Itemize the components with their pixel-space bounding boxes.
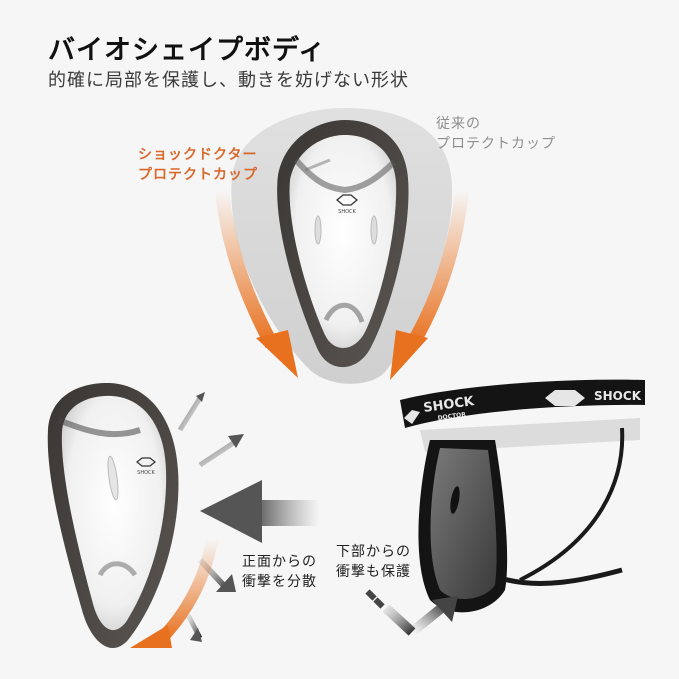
orange-curved-arrow-left (215, 189, 298, 378)
svg-text:SHOCK: SHOCK (338, 209, 356, 215)
label-line-2: 衝撃も保護 (336, 564, 411, 580)
bottom-impact-arrow (365, 589, 458, 636)
svg-text:SHOCK: SHOCK (594, 389, 642, 403)
svg-text:SHOCK: SHOCK (422, 394, 475, 416)
orange-curved-arrow-bottom (130, 538, 218, 648)
label-line-2: プロテクトカップ (138, 167, 258, 183)
page-subtitle: 的確に局部を保護し、動きを妨げない形状 (48, 70, 409, 91)
conventional-cup-label: 従来の プロテクトカップ (436, 114, 556, 154)
shock-doctor-logo: SHOCK (136, 457, 156, 476)
label-line-1: 下部からの (336, 544, 411, 560)
front-impact-label: 正面からの 衝撃を分散 (242, 552, 317, 592)
shock-doctor-cup-side: SHOCK (47, 382, 179, 649)
page-title: バイオシェイプボディ (48, 35, 327, 66)
deflect-arrow-up-2 (198, 434, 244, 468)
label-line-1: ショックドクター (138, 147, 258, 163)
svg-text:DOCTOR: DOCTOR (437, 411, 466, 422)
deflect-arrow-up-1 (177, 392, 205, 432)
grey-impact-arrow (200, 480, 320, 543)
label-line-2: プロテクトカップ (436, 136, 556, 152)
svg-text:SHOCK: SHOCK (137, 470, 155, 476)
label-line-2: 衝撃を分散 (242, 574, 317, 590)
shock-doctor-cup-top: SHOCK (277, 120, 409, 368)
deflect-arrow-down (185, 557, 236, 642)
bottom-impact-label: 下部からの 衝撃も保護 (336, 542, 411, 582)
jockstrap: SHOCK DOCTOR SHOCK (400, 379, 645, 613)
orange-curved-arrow-right (390, 189, 469, 380)
label-line-1: 正面からの (242, 554, 317, 570)
shock-doctor-logo: SHOCK DOCTOR SHOCK (404, 389, 642, 424)
shock-doctor-cup-label: ショックドクター プロテクトカップ (138, 145, 258, 185)
label-line-1: 従来の (436, 116, 481, 132)
shock-doctor-logo: SHOCK (335, 194, 359, 215)
